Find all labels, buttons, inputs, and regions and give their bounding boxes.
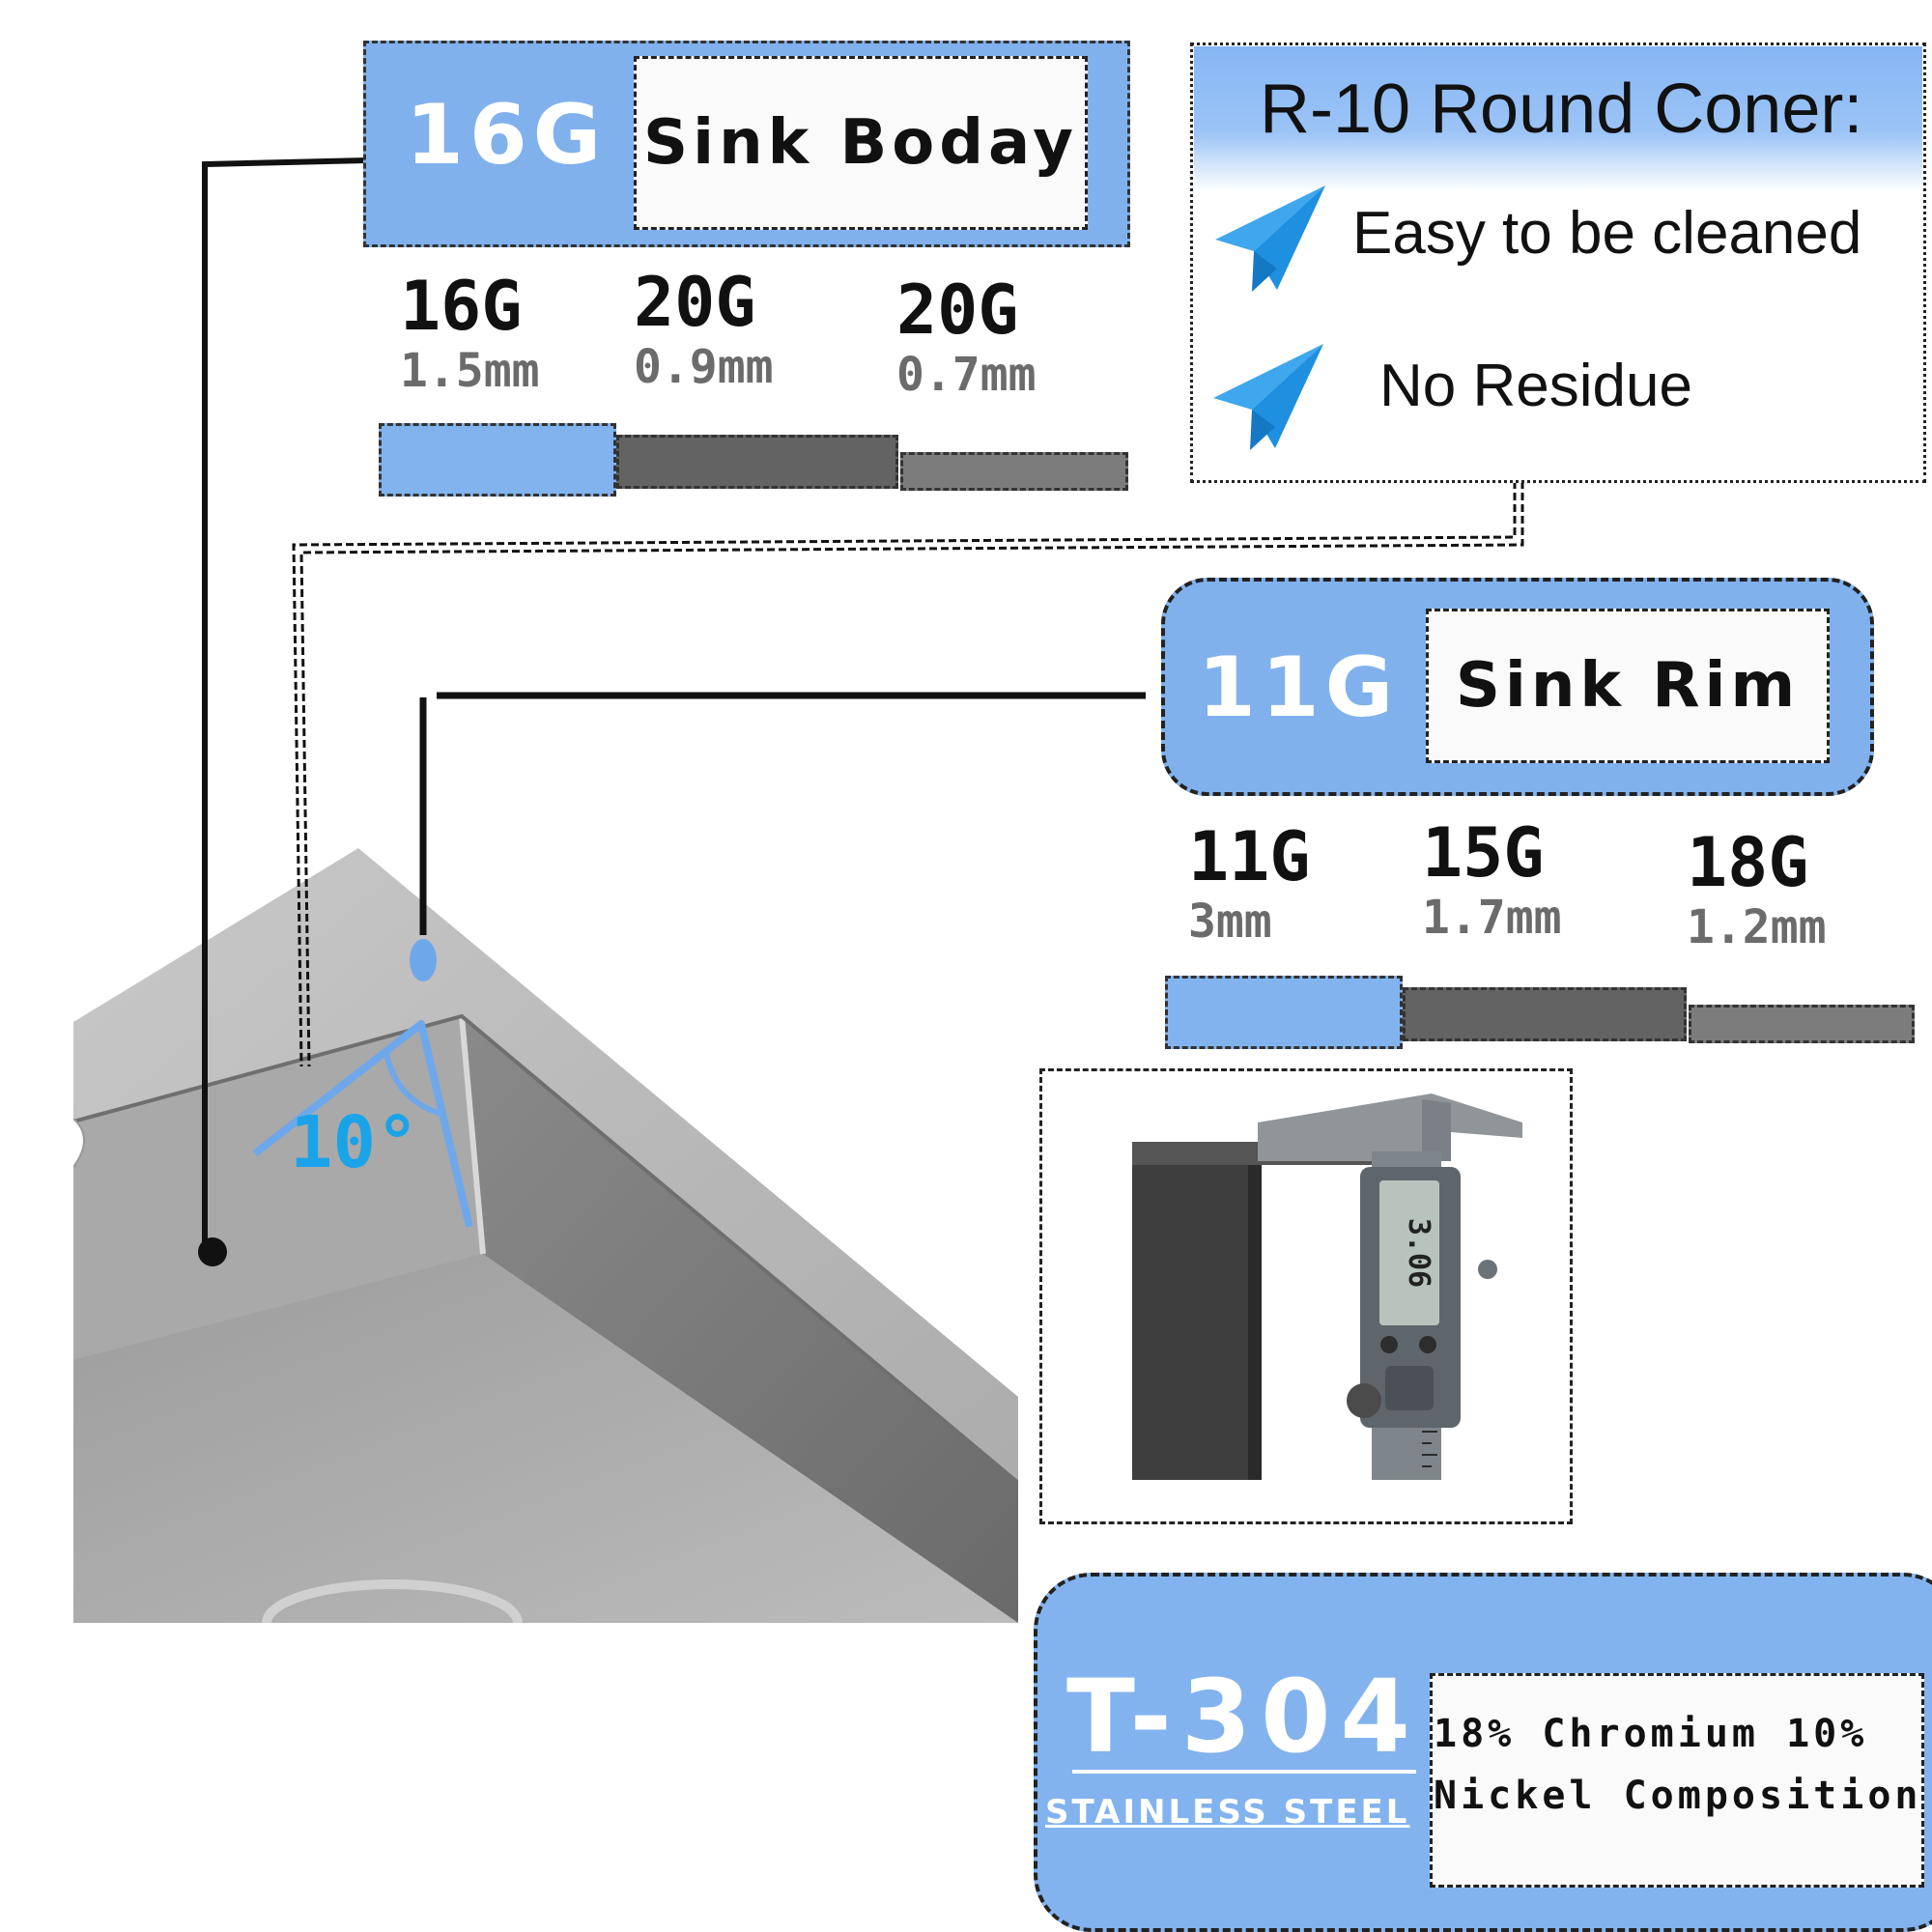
feature-easy-clean: Easy to be cleaned [1352, 200, 1862, 267]
paper-plane-icon [1213, 344, 1323, 450]
rim-label: Sink Rim [1426, 609, 1830, 763]
rim-option-gauge: 11G [1188, 817, 1311, 896]
body-thickness-bar-20g [616, 435, 898, 489]
round-corner-title: R-10 Round Coner: [1260, 71, 1863, 148]
rim-option-thickness: 1.7mm [1422, 891, 1562, 945]
body-option-thickness: 0.7mm [896, 348, 1037, 402]
rim-option-thickness: 3mm [1188, 895, 1272, 949]
body-gauge-code: 16G [406, 87, 608, 184]
body-option-thickness: 1.5mm [400, 344, 540, 398]
material-composition-line1: 18% Chromium 10% [1434, 1712, 1868, 1756]
sink-corner-photo [73, 848, 1018, 1623]
round-corner-title-band [1194, 46, 1922, 191]
caliper-measurement-photo: 3.06 [1132, 1094, 1522, 1480]
rim-option-gauge: 15G [1422, 813, 1545, 893]
material-grade: T-304 [1066, 1658, 1420, 1776]
material-composition-box [1430, 1673, 1924, 1888]
corner-angle-label: 10° [290, 1101, 419, 1184]
material-subtitle: STAINLESS STEEL [1045, 1793, 1410, 1832]
paper-plane-icon [1215, 185, 1325, 292]
body-thickness-bar-20g-thin [900, 452, 1128, 491]
caliper-readout: 3.06 [1402, 1218, 1435, 1288]
rim-thickness-bar-11g [1165, 976, 1403, 1049]
rim-thickness-bar-18g [1689, 1005, 1915, 1043]
rim-thickness-bar-15g [1403, 987, 1687, 1041]
material-grade-underline [1072, 1770, 1416, 1774]
body-option-gauge: 20G [634, 263, 756, 342]
body-option-thickness: 0.9mm [634, 340, 774, 394]
material-composition-line2: Nickel Composition [1434, 1774, 1922, 1818]
feature-no-residue: No Residue [1379, 353, 1692, 419]
body-label: Sink Boday [634, 56, 1088, 230]
rim-gauge-code: 11G [1198, 639, 1400, 736]
rim-option-thickness: 1.2mm [1687, 900, 1827, 954]
body-option-gauge: 16G [400, 267, 523, 346]
body-option-gauge: 20G [896, 270, 1019, 350]
rim-option-gauge: 18G [1687, 823, 1809, 902]
body-thickness-bar-16g [379, 423, 616, 497]
